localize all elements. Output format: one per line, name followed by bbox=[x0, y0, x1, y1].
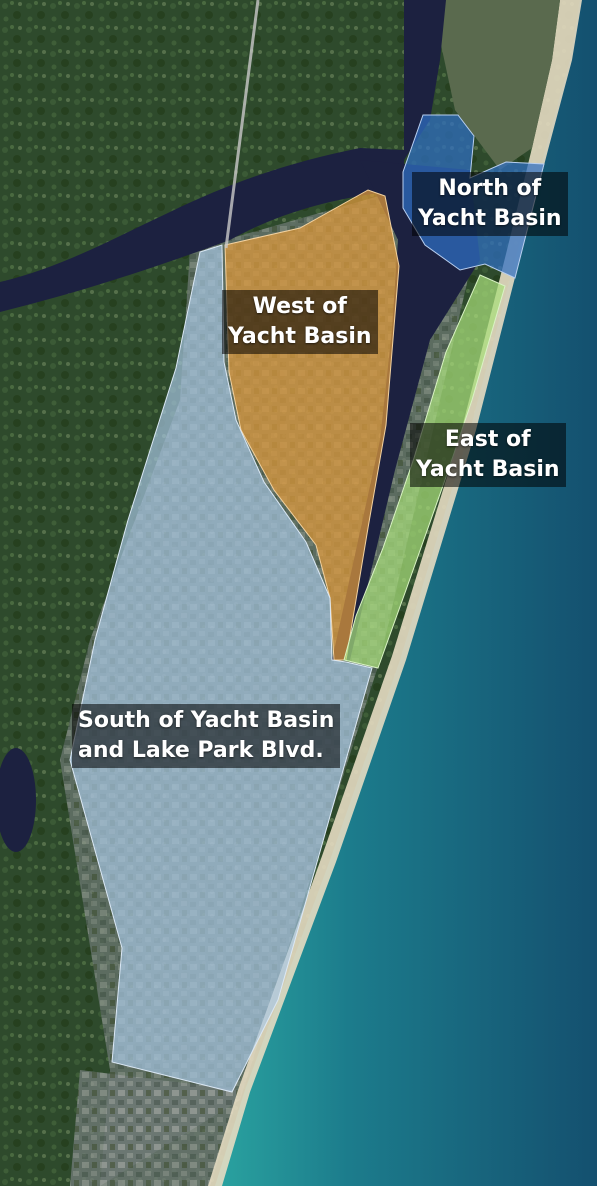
marsh bbox=[440, 0, 560, 170]
label-south-line1: South of Yacht Basin bbox=[78, 708, 335, 733]
ocean bbox=[215, 0, 597, 1186]
label-east-line2: Yacht Basin bbox=[416, 457, 560, 482]
waterway-channel bbox=[404, 0, 446, 160]
label-east-line1: East of bbox=[444, 427, 531, 452]
label-north-line2: Yacht Basin bbox=[418, 206, 562, 231]
label-north-of-yacht-basin: North of Yacht Basin bbox=[412, 172, 568, 236]
label-west-line2: Yacht Basin bbox=[228, 324, 372, 349]
town-south bbox=[70, 1070, 240, 1186]
label-north-line1: North of bbox=[438, 176, 542, 201]
label-west-of-yacht-basin: West of Yacht Basin bbox=[222, 290, 378, 354]
label-west-line1: West of bbox=[252, 294, 347, 319]
lake bbox=[0, 748, 36, 852]
label-south-of-yacht-basin: South of Yacht Basin and Lake Park Blvd. bbox=[72, 704, 341, 768]
label-east-of-yacht-basin: East of Yacht Basin bbox=[410, 423, 566, 487]
label-south-line2: and Lake Park Blvd. bbox=[78, 738, 324, 763]
beach bbox=[208, 0, 582, 1186]
bridge-road bbox=[224, 0, 260, 249]
yacht-basin-water bbox=[332, 160, 480, 660]
waterway-river bbox=[0, 148, 404, 312]
zone-south bbox=[69, 244, 373, 1093]
